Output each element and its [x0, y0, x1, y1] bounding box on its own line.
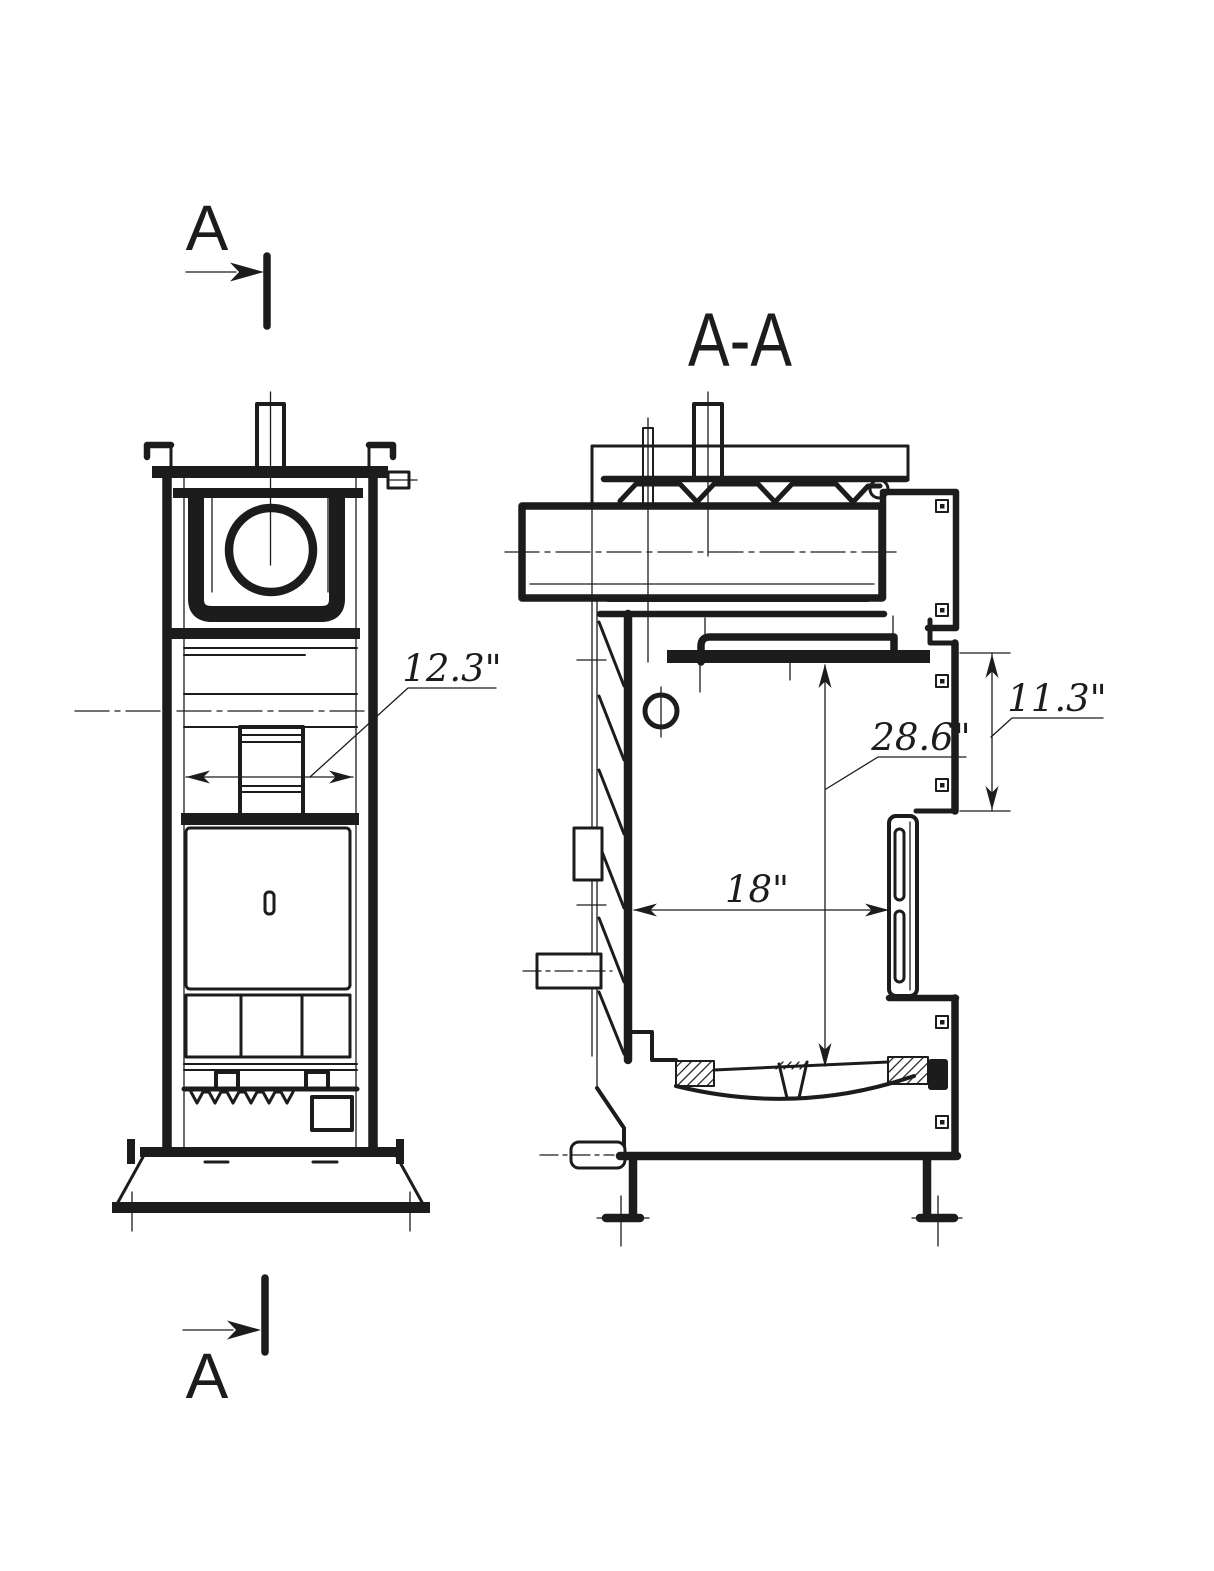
section-arrow-top: [230, 262, 264, 282]
vent-door: [887, 814, 919, 998]
top-baffle-box: [590, 444, 910, 507]
section-cut-marker-top: A: [185, 192, 271, 330]
damper-section: [181, 725, 359, 825]
lower-panels: [184, 993, 352, 1059]
front-view: A: [74, 192, 502, 1412]
water-jacket-wall: [522, 505, 633, 1170]
section-letter-bottom: A: [186, 1340, 229, 1412]
dimension-firebox-depth: 28.6": [818, 664, 971, 1067]
ash-box: [310, 1095, 354, 1132]
hinge-block: [572, 826, 604, 882]
dimension-flue-width: 12.3": [185, 647, 502, 784]
flue-stub-section: [642, 391, 724, 663]
dim-label-rear-offset: 11.3": [1007, 677, 1106, 720]
section-cut-marker-bottom: A: [182, 1274, 269, 1412]
vent-slot-lower: [893, 909, 906, 984]
dimension-firebox-width: 18": [633, 868, 889, 917]
door-latch-slot: [263, 890, 276, 916]
top-plate: [152, 466, 388, 478]
flue-stub-front: [255, 391, 286, 566]
dim-label-flue-width: 12.3": [402, 647, 501, 690]
base-and-legs: [596, 1151, 963, 1247]
pedestal-base: [112, 1139, 430, 1232]
wall-holes: [935, 499, 949, 1129]
section-arrow-bottom: [227, 1320, 261, 1340]
sensor-hole: [642, 686, 680, 738]
internal-shelf: [667, 615, 930, 693]
grate-front: [181, 1063, 360, 1132]
section-view: A-A: [504, 298, 1107, 1247]
flue-frame: [173, 488, 363, 622]
dim-label-firebox-width: 18": [725, 868, 789, 911]
grate-teeth: [189, 1090, 295, 1105]
dim-label-firebox-depth: 28.6": [870, 716, 970, 759]
dimension-rear-offset: 11.3": [959, 652, 1107, 812]
section-view-title: A-A: [688, 298, 792, 383]
vent-slot-upper: [893, 827, 906, 902]
grate-section: [626, 1030, 948, 1101]
right-flange: [365, 441, 397, 461]
rear-wall: [879, 488, 960, 1157]
section-letter-top: A: [186, 192, 229, 264]
left-flange: [143, 441, 175, 461]
loading-door: [184, 826, 352, 991]
heat-exchanger-drum: [504, 502, 898, 618]
flue-opening-circle: [224, 503, 318, 597]
